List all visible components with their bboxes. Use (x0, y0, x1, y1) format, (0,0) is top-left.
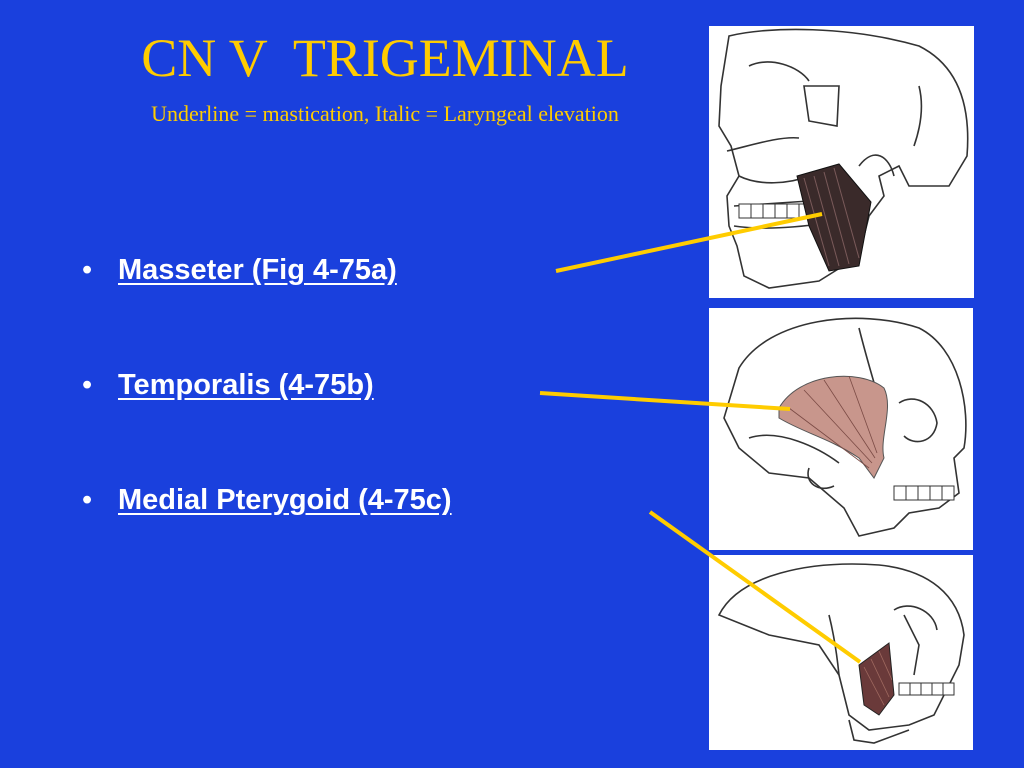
medial-pterygoid-figure (709, 555, 973, 750)
bullet-label-temporalis: Temporalis (4-75b) (118, 369, 374, 401)
bullet-dot: • (82, 484, 93, 516)
temporalis-figure (709, 308, 973, 550)
slide-subtitle: Underline = mastication, Italic = Laryng… (151, 101, 619, 126)
bullet-item-masseter: • Masseter (Fig 4-75a) (82, 248, 452, 363)
masseter-figure (709, 26, 974, 298)
bullet-list: • Masseter (Fig 4-75a) • Temporalis (4-7… (82, 248, 452, 593)
bullet-dot: • (82, 254, 93, 286)
bullet-label-masseter: Masseter (Fig 4-75a) (118, 254, 397, 286)
bullet-dot: • (82, 369, 93, 401)
bullet-label-medial-pterygoid: Medial Pterygoid (4-75c) (118, 484, 452, 516)
bullet-item-temporalis: • Temporalis (4-75b) (82, 363, 452, 478)
skull-masseter-illustration (718, 28, 969, 289)
bullet-item-medial-pterygoid: • Medial Pterygoid (4-75c) (82, 478, 452, 593)
skull-temporalis-illustration (723, 317, 967, 537)
skull-medial-pterygoid-illustration (717, 563, 965, 744)
slide-title: CN V TRIGEMINAL (141, 28, 629, 88)
